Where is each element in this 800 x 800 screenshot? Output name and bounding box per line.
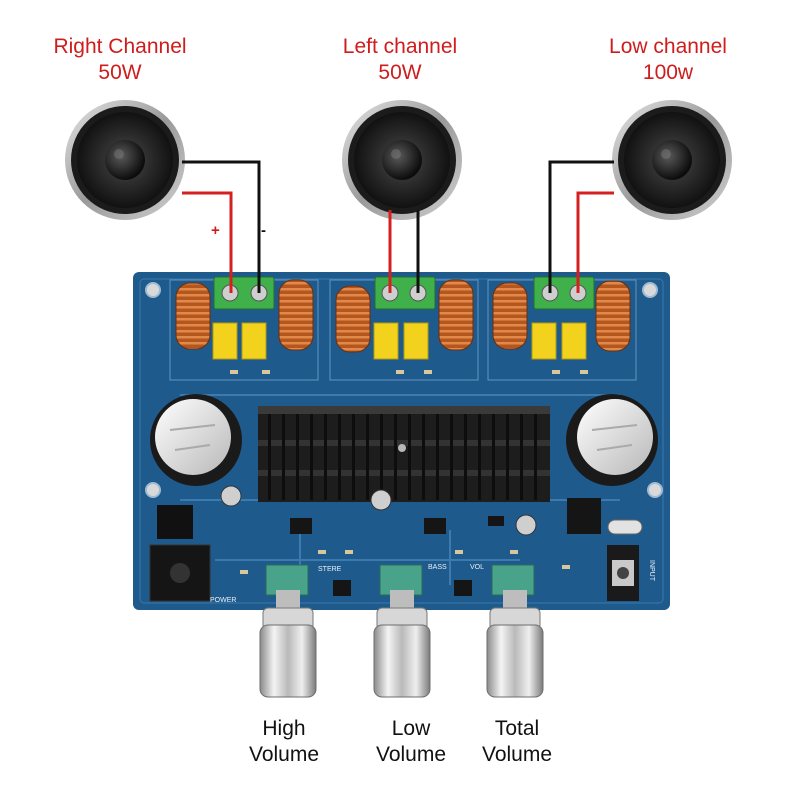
speaker-label-left-name: Left channel — [342, 35, 458, 58]
electrolytic-capacitors — [150, 394, 658, 536]
knob-label-total-line1: Total — [494, 717, 540, 740]
knob-total-volume — [486, 590, 544, 698]
speaker-label-right-name: Right Channel — [53, 35, 187, 58]
knob-label-low-line1: Low — [391, 717, 431, 740]
knob-label-high-line2: Volume — [248, 743, 320, 766]
film-capacitors — [212, 322, 587, 360]
silk-vol: VOL — [470, 564, 484, 571]
knob-label-high-line1: High — [262, 717, 306, 740]
knob-label-low: Low Volume — [351, 716, 471, 768]
speaker-label-right-power: 50W — [98, 61, 142, 84]
speaker-label-right: Right Channel 50W — [30, 34, 210, 86]
chips — [290, 498, 601, 596]
knob-label-total: Total Volume — [457, 716, 577, 768]
silk-bass: BASS — [428, 564, 447, 571]
knob-label-low-line2: Volume — [375, 743, 447, 766]
knob-high-volume — [259, 590, 317, 698]
smd-parts — [230, 370, 588, 574]
speaker-label-left-power: 50W — [378, 61, 422, 84]
speaker-wires — [182, 160, 614, 293]
silk-input: INPUT — [648, 560, 655, 582]
audio-input-jack — [607, 545, 639, 601]
speaker-terminals — [213, 276, 595, 310]
speaker-label-low: Low channel 100w — [578, 34, 758, 86]
speaker-icon — [342, 100, 462, 220]
power-jack — [149, 505, 211, 602]
silk-power: POWER — [210, 597, 236, 604]
silk-stere: STERE — [318, 566, 342, 573]
speaker-label-left: Left channel 50W — [310, 34, 490, 86]
crystal — [607, 519, 643, 535]
speaker-label-low-power: 100w — [642, 61, 694, 84]
heatsink — [258, 406, 550, 502]
knob-label-high: High Volume — [224, 716, 344, 768]
potentiometers — [265, 564, 535, 596]
speaker-label-low-name: Low channel — [609, 35, 727, 58]
speaker-icon — [612, 100, 732, 220]
inductors — [175, 279, 631, 353]
knob-low-volume — [373, 590, 431, 698]
speaker-icon — [65, 100, 185, 220]
knob-label-total-line2: Volume — [481, 743, 553, 766]
plus-sign: + — [211, 222, 220, 239]
minus-sign: - — [261, 222, 266, 239]
